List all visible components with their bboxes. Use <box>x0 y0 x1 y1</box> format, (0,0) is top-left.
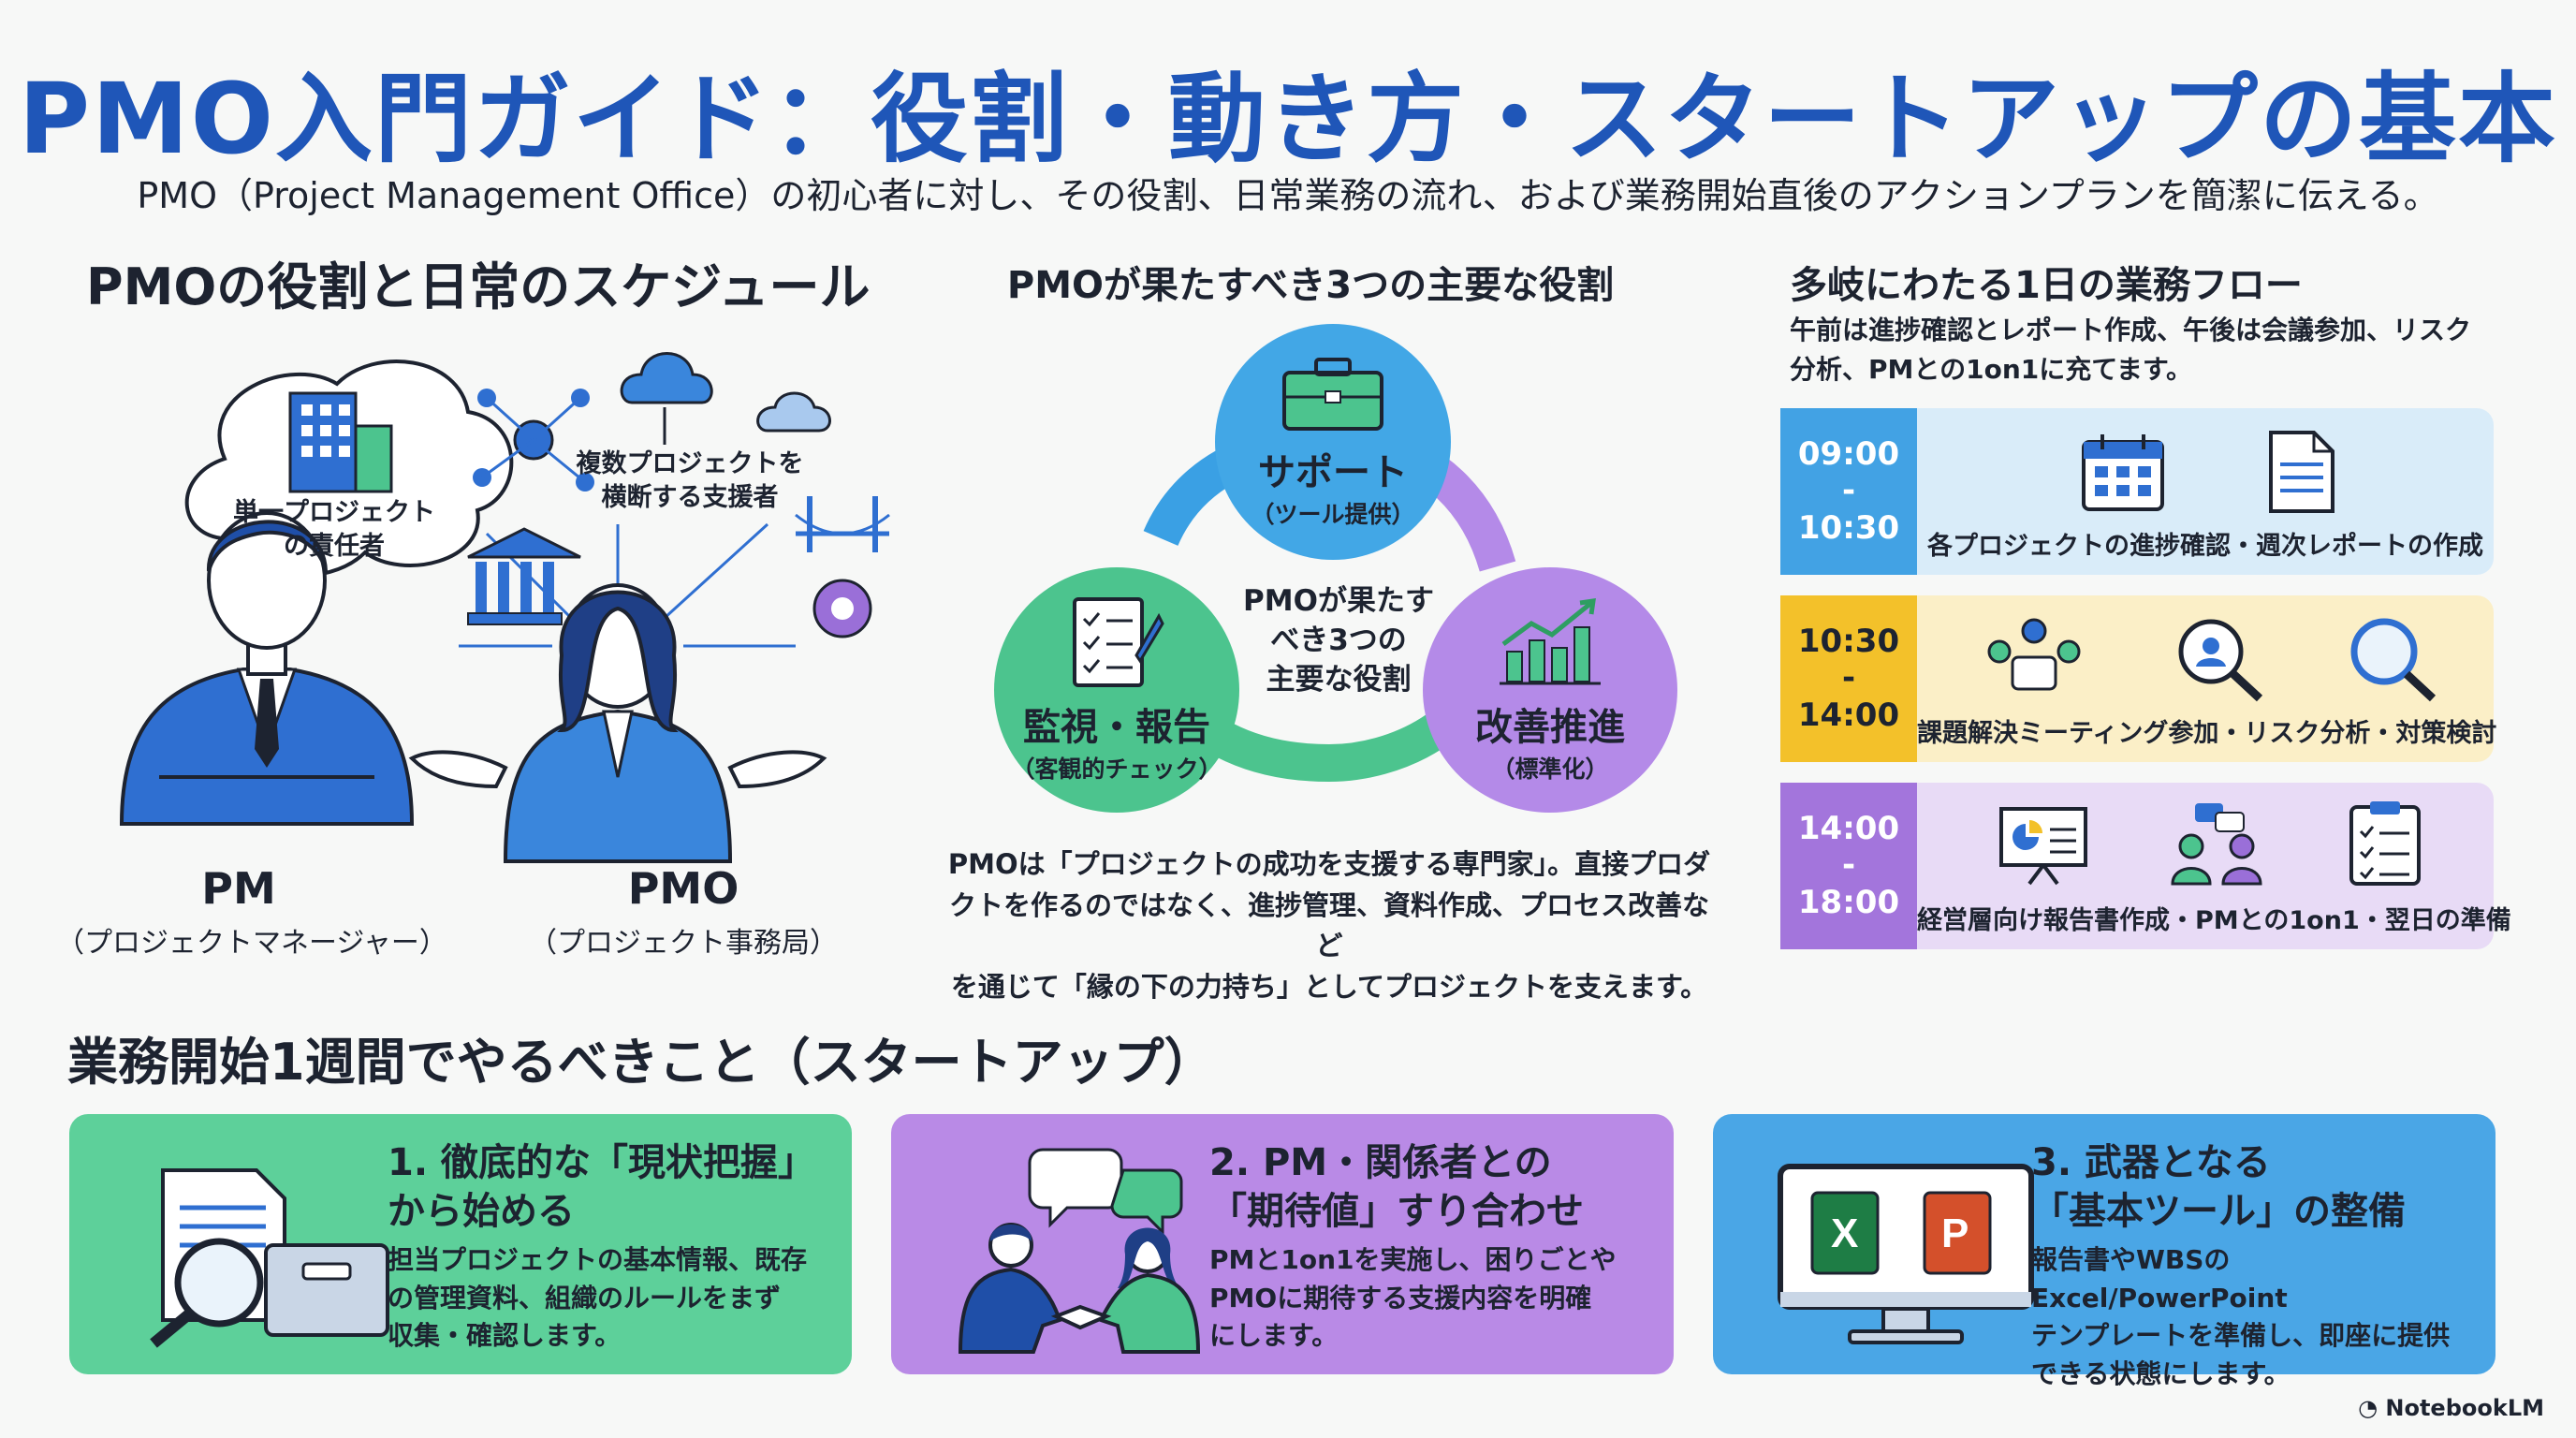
row-caption: 経営層向け報告書作成・PMとの1on1・翌日の準備 <box>1917 906 2511 935</box>
daily-description: 午前は進捗確認とレポート作成、午後は会議参加、リスク 分析、PMとの1on1に充… <box>1790 311 2501 389</box>
time-block-morning: 09:00 - 10:30 <box>1780 408 1917 575</box>
government-building-icon <box>467 527 581 625</box>
time-end: 14:00 <box>1797 696 1900 734</box>
role-improve-sub: （標準化） <box>1491 756 1609 783</box>
pmo-figure <box>408 352 890 863</box>
startup-card-3-title: 3. 武器となる 「基本ツール」の整備 <box>2031 1138 2481 1236</box>
meeting-icon <box>1987 618 2081 691</box>
row-caption: 課題解決ミーティング参加・リスク分析・対策検討 <box>1917 719 2497 748</box>
time-dash: - <box>1841 659 1856 697</box>
one-on-one-icon <box>2171 803 2262 886</box>
schedule-row-afternoon: 14:00 - 18:00 経営層向け報告書作成・PMとの1on1・翌日の準備 <box>1780 783 2511 949</box>
card-description-text: 報告書やWBSのExcel/PowerPoint テンプレートを準備し、即座に提… <box>2031 1244 2451 1389</box>
roles-description: PMOは「プロジェクトの成功を支援する専門家」。直接プロダ クトを作るのではなく… <box>945 844 1713 1007</box>
documents-search-icon <box>150 1168 389 1348</box>
presentation-icon <box>1999 807 2087 886</box>
card-title-text: 3. 武器となる 「基本ツール」の整備 <box>2031 1141 2406 1233</box>
pm-pmo-illustration <box>119 352 890 863</box>
time-start: 14:00 <box>1797 810 1900 848</box>
row-caption: 各プロジェクトの進捗確認・週次レポートの作成 <box>1927 532 2483 561</box>
clipboard-checklist-icon <box>2349 801 2421 886</box>
gear-icon <box>812 579 872 638</box>
brand-name: NotebookLM <box>2385 1395 2544 1421</box>
startup-card-2: 2. PM・関係者との 「期待値」すり合わせ PMと1on1を実施し、困りごとや… <box>891 1114 1674 1374</box>
daily-description-text: 午前は進捗確認とレポート作成、午後は会議参加、リスク 分析、PMとの1on1に充… <box>1790 315 2472 385</box>
startup-card-1: 1. 徹底的な「現状把握」 から始める 担当プロジェクトの基本情報、既存 の管理… <box>69 1114 852 1374</box>
bridge-icon <box>795 496 890 552</box>
pmo-bubble-text: 複数プロジェクトを 横断する支援者 <box>573 448 807 516</box>
card-title-text: 2. PM・関係者との 「期待値」すり合わせ <box>1209 1141 1584 1233</box>
pmo-sublabel: （プロジェクト事務局） <box>529 927 838 960</box>
row-body: 経営層向け報告書作成・PMとの1on1・翌日の準備 <box>1917 783 2511 949</box>
section-roles-title: PMOの役割と日常のスケジュール <box>86 257 871 316</box>
monitor-office-apps-icon: X P <box>1778 1164 2034 1344</box>
time-end: 10:30 <box>1797 508 1900 547</box>
cloud-sync-icon <box>620 352 713 445</box>
pmo-bubble-label: 複数プロジェクトを 横断する支援者 <box>576 449 804 513</box>
svg-text:P: P <box>1941 1211 1969 1256</box>
page-subtitle: PMO（Project Management Office）の初心者に対し、その… <box>137 175 2439 216</box>
time-start: 09:00 <box>1797 435 1900 474</box>
pmo-label: PMO <box>627 863 739 914</box>
handshake-icon <box>958 1148 1201 1354</box>
roles-center-label: PMOが果たす べき3つの 主要な役割 <box>1243 584 1434 697</box>
cloud-icon <box>756 391 831 433</box>
startup-card-3: X P 3. 武器となる 「基本ツール」の整備 報告書やWBSのExcel/Po… <box>1713 1114 2496 1389</box>
pm-bubble-label: 単一プロジェクト の責任者 <box>233 498 435 562</box>
card-title-text: 1. 徹底的な「現状把握」 から始める <box>388 1141 815 1233</box>
startup-card-1-title: 1. 徹底的な「現状把握」 から始める <box>388 1138 837 1236</box>
role-circle-improve: 改善推進 （標準化） <box>1423 567 1677 813</box>
section-main-roles-title: PMOが果たすべき3つの主要な役割 <box>1006 264 1615 307</box>
role-circle-monitor: 監視・報告 （客観的チェック） <box>994 567 1239 813</box>
startup-card-1-description: 担当プロジェクトの基本情報、既存 の管理資料、組織のルールをまず 収集・確認しま… <box>388 1241 837 1356</box>
time-dash: - <box>1841 846 1856 885</box>
card-description-text: PMと1on1を実施し、困りごとや PMOに期待する支援内容を明確 にします。 <box>1209 1244 1617 1352</box>
checklist-pen-icon <box>1073 597 1164 687</box>
schedule-row-morning: 09:00 - 10:30 各プロジェクトの進捗確認・週次レポートの作成 <box>1780 408 2494 575</box>
pm-bubble-text: 単一プロジェクト の責任者 <box>217 496 451 565</box>
startup-card-3-description: 報告書やWBSのExcel/PowerPoint テンプレートを準備し、即座に提… <box>2031 1241 2481 1393</box>
section-startup-title: 業務開始1週間でやるべきこと（スタートアップ） <box>67 1033 1215 1092</box>
time-start: 10:30 <box>1797 623 1900 661</box>
document-icon <box>2269 431 2334 513</box>
startup-card-2-title: 2. PM・関係者との 「期待値」すり合わせ <box>1209 1138 1659 1236</box>
time-end: 18:00 <box>1797 883 1900 921</box>
pm-label: PM <box>201 863 276 914</box>
svg-text:X: X <box>1831 1211 1858 1256</box>
role-support-title: サポート <box>1258 451 1408 494</box>
search-icon <box>2350 618 2437 702</box>
role-monitor-title: 監視・報告 <box>1023 706 1210 749</box>
roles-description-text: PMOは「プロジェクトの成功を支援する専門家」。直接プロダ クトを作るのではなく… <box>947 848 1711 1003</box>
calendar-icon <box>2082 434 2164 511</box>
role-circle-support: サポート （ツール提供） <box>1215 324 1451 560</box>
brand-watermark: ◔ NotebookLM <box>2358 1395 2544 1421</box>
section-daily-title: 多岐にわたる1日の業務フロー <box>1790 264 2303 307</box>
risk-analysis-icon <box>2178 619 2263 702</box>
time-block-midday: 10:30 - 14:00 <box>1780 595 1917 762</box>
startup-card-2-description: PMと1on1を実施し、困りごとや PMOに期待する支援内容を明確 にします。 <box>1209 1241 1659 1356</box>
row-body: 課題解決ミーティング参加・リスク分析・対策検討 <box>1917 595 2497 762</box>
time-dash: - <box>1841 472 1856 510</box>
page-title: PMO入門ガイド：役割・動き方・スタートアップの基本 <box>18 62 2558 176</box>
time-block-afternoon: 14:00 - 18:00 <box>1780 783 1917 949</box>
role-support-sub: （ツール提供） <box>1251 501 1415 528</box>
schedule-row-midday: 10:30 - 14:00 課題解決ミーティング参加・リスク分析・対策検討 <box>1780 595 2497 762</box>
brand-logo-icon: ◔ <box>2358 1395 2386 1421</box>
toolbox-icon <box>1282 358 1383 431</box>
roles-center-text: PMOが果たす べき3つの 主要な役割 <box>1226 582 1451 700</box>
role-monitor-sub: （客観的チェック） <box>1011 756 1222 783</box>
pm-figure <box>119 511 415 826</box>
growth-chart-icon <box>1500 598 1601 685</box>
card-description-text: 担当プロジェクトの基本情報、既存 の管理資料、組織のルールをまず 収集・確認しま… <box>388 1244 808 1352</box>
pm-sublabel: （プロジェクトマネージャー） <box>56 927 447 960</box>
row-body: 各プロジェクトの進捗確認・週次レポートの作成 <box>1917 408 2494 575</box>
role-improve-title: 改善推進 <box>1475 706 1625 749</box>
network-icon <box>473 389 594 492</box>
